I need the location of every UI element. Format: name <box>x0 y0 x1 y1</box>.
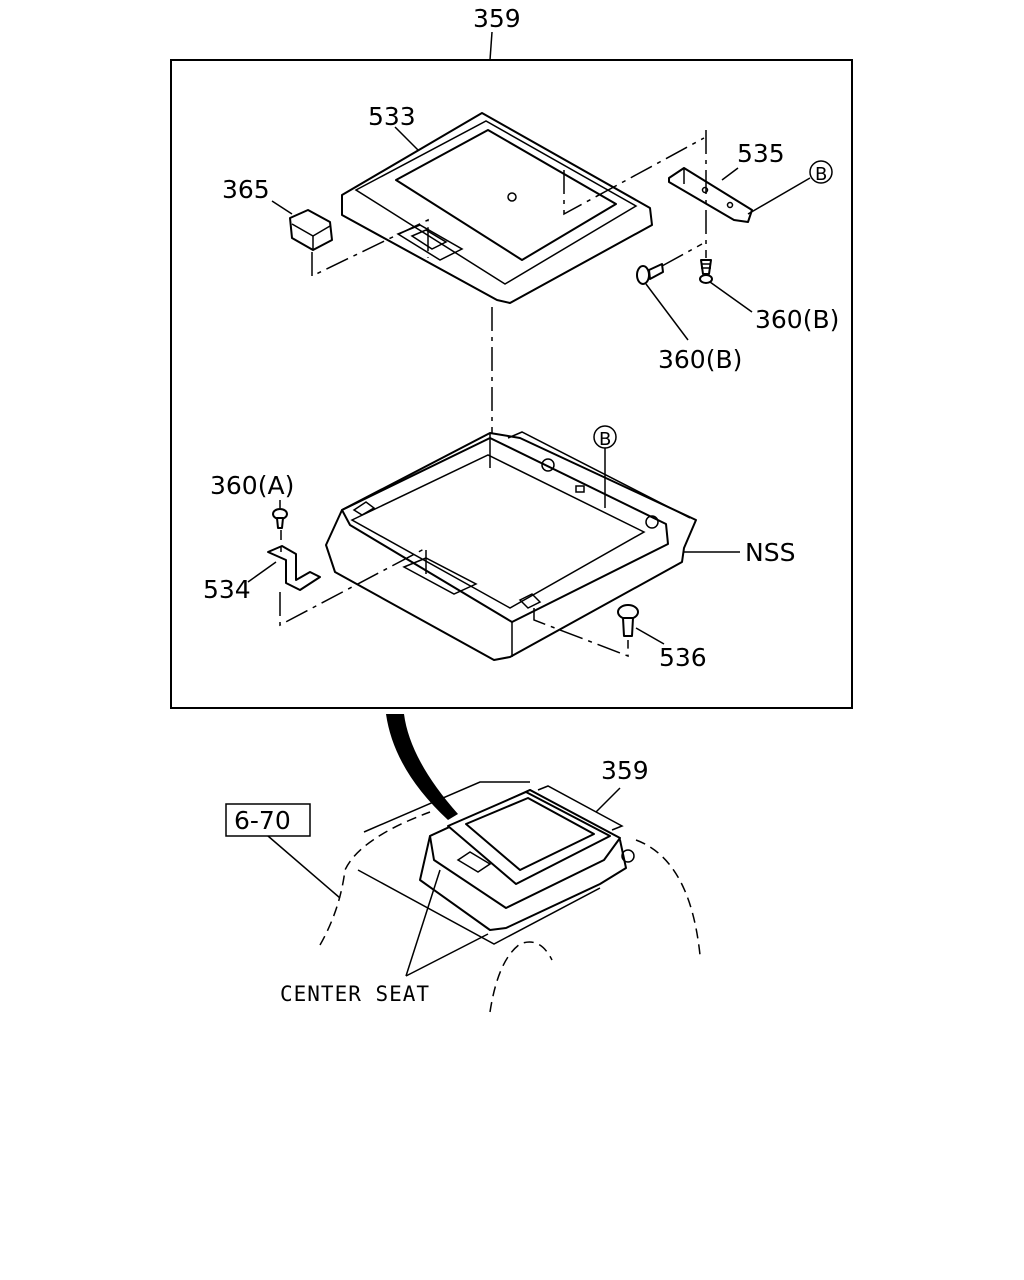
label-switch[interactable]: 365 <box>222 175 270 204</box>
screw-b-left-dashline <box>661 243 703 267</box>
label-lid[interactable]: 533 <box>368 102 416 131</box>
label-screw-b-right[interactable]: 360(B) <box>755 305 839 334</box>
callout-arrow <box>386 714 458 820</box>
lid-leader <box>394 126 419 151</box>
label-screw-a[interactable]: 360(A) <box>210 471 294 500</box>
label-clip[interactable]: 536 <box>659 643 707 672</box>
center-seat-leader-1 <box>405 869 441 977</box>
clip-leader <box>635 627 665 645</box>
screw-b-left-leader <box>645 283 689 341</box>
vehicle-center-seat <box>319 781 701 1013</box>
label-assembly-top[interactable]: 359 <box>473 4 521 33</box>
label-bracket-top[interactable]: 535 <box>737 139 785 168</box>
ref-b-top-leader <box>747 177 811 215</box>
label-nss[interactable]: NSS <box>745 538 795 567</box>
screw-360a[interactable] <box>272 508 288 529</box>
center-seat-leader-2 <box>405 933 489 977</box>
screw-b-right-leader <box>709 281 753 313</box>
mini-assembly-359[interactable] <box>419 785 635 931</box>
bracket-top-leader <box>721 167 739 181</box>
label-center-seat[interactable]: CENTER SEAT <box>280 982 430 1006</box>
screw-360b-right[interactable] <box>699 259 713 284</box>
switch-365[interactable] <box>289 209 333 251</box>
bracket-534[interactable] <box>267 545 321 591</box>
label-assembly-bottom[interactable]: 359 <box>601 756 649 785</box>
ref-b-top-circle <box>809 160 833 184</box>
clip-536[interactable] <box>617 604 639 637</box>
clip-dashline <box>533 608 629 658</box>
assembly-bottom-leader <box>595 787 621 813</box>
label-page-ref[interactable]: 6-70 <box>234 806 291 835</box>
bracket-lower-leader <box>247 561 277 583</box>
label-bracket-lower[interactable]: 534 <box>203 575 251 604</box>
screw-360b-left[interactable] <box>636 263 664 285</box>
label-screw-b-left[interactable]: 360(B) <box>658 345 742 374</box>
page-ref-leader <box>267 835 341 899</box>
switch-leader <box>271 200 293 215</box>
label-ref-b-mid[interactable]: B <box>599 429 611 450</box>
assembly-top-leader <box>489 31 493 61</box>
label-ref-b-top[interactable]: B <box>815 164 827 185</box>
switch-dashline <box>311 218 429 278</box>
base-nss[interactable] <box>325 431 697 661</box>
bracket-535[interactable] <box>668 167 753 223</box>
lid-533[interactable] <box>341 112 653 304</box>
lid-to-bracket-dashline <box>563 137 705 216</box>
bracket-lower-dashline <box>279 546 427 627</box>
assembly-frame <box>170 59 853 709</box>
